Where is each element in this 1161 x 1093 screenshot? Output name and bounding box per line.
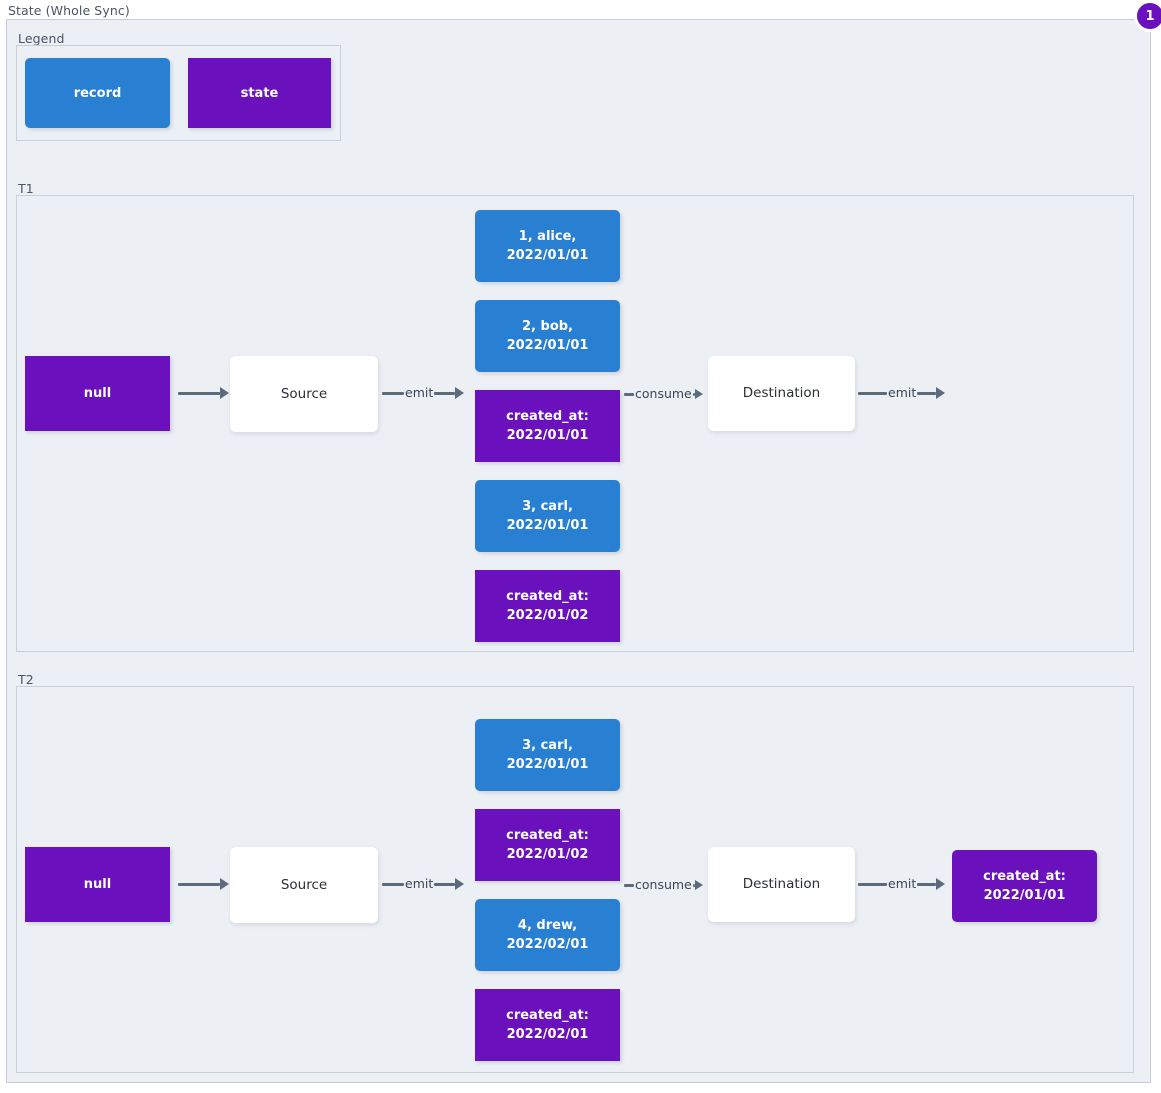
t2-stream-item-1: 3, carl, 2022/01/01 bbox=[475, 719, 620, 791]
edge-label-emit-out: emit bbox=[888, 385, 917, 400]
t1-edge-emit-out: emit bbox=[858, 382, 948, 404]
edge-label-consume: consume bbox=[635, 386, 692, 401]
status-badge[interactable]: 1 bbox=[1134, 0, 1161, 32]
t1-stream-item-5: created_at: 2022/01/02 bbox=[475, 570, 620, 642]
edge-line bbox=[917, 882, 937, 886]
edge-line bbox=[858, 391, 887, 395]
t1-stream-item-1: 1, alice, 2022/01/01 bbox=[475, 210, 620, 282]
t1-edge-emit: emit bbox=[382, 382, 472, 404]
t1-destination-node[interactable]: Destination bbox=[708, 356, 855, 431]
edge-line bbox=[434, 391, 456, 395]
t2-stream-item-3: 4, drew, 2022/02/01 bbox=[475, 899, 620, 971]
t1-stream-item-3: created_at: 2022/01/01 bbox=[475, 390, 620, 462]
edge-line bbox=[624, 392, 634, 396]
edge-label-emit: emit bbox=[405, 876, 434, 891]
arrow-head-icon bbox=[220, 878, 229, 890]
edge-label-consume: consume bbox=[635, 877, 692, 892]
edge-line bbox=[382, 391, 404, 395]
t2-edge-emit: emit bbox=[382, 873, 472, 895]
t2-destination-node[interactable]: Destination bbox=[708, 847, 855, 922]
edge-line bbox=[692, 392, 695, 396]
t1-stream-item-4: 3, carl, 2022/01/01 bbox=[475, 480, 620, 552]
t2-state-output: created_at: 2022/01/01 bbox=[952, 850, 1097, 922]
t1-edge-consume: consume bbox=[624, 383, 708, 405]
arrow-head-icon bbox=[220, 387, 229, 399]
arrow-head-icon bbox=[694, 389, 703, 399]
arrow-head-icon bbox=[455, 878, 465, 890]
arrow-head-icon bbox=[455, 387, 465, 399]
t2-stream-item-2: created_at: 2022/01/02 bbox=[475, 809, 620, 881]
t1-state-input: null bbox=[25, 356, 170, 431]
edge-label-emit: emit bbox=[405, 385, 434, 400]
legend-swatch-record: record bbox=[25, 58, 170, 128]
edge-line bbox=[382, 882, 404, 886]
t1-source-node[interactable]: Source bbox=[230, 356, 378, 432]
edge-line bbox=[178, 882, 220, 886]
t1-edge-state-to-source bbox=[178, 382, 230, 404]
t2-edge-emit-out: emit bbox=[858, 873, 952, 895]
edge-line bbox=[178, 391, 220, 395]
legend-title: Legend bbox=[18, 31, 65, 46]
edge-line bbox=[858, 882, 887, 886]
arrow-head-icon bbox=[936, 387, 946, 399]
t1-stream-item-2: 2, bob, 2022/01/01 bbox=[475, 300, 620, 372]
edge-line bbox=[692, 883, 695, 887]
section-title-t2: T2 bbox=[18, 672, 34, 687]
t2-edge-consume: consume bbox=[624, 874, 708, 896]
diagram-title: State (Whole Sync) bbox=[8, 3, 130, 18]
edge-line bbox=[434, 882, 456, 886]
t2-stream-item-4: created_at: 2022/02/01 bbox=[475, 989, 620, 1061]
t2-state-input: null bbox=[25, 847, 170, 922]
t2-source-node[interactable]: Source bbox=[230, 847, 378, 923]
t2-edge-state-to-source bbox=[178, 873, 230, 895]
edge-label-emit-out: emit bbox=[888, 876, 917, 891]
edge-line bbox=[917, 391, 937, 395]
arrow-head-icon bbox=[936, 878, 946, 890]
legend-swatch-state: state bbox=[188, 58, 331, 128]
arrow-head-icon bbox=[694, 880, 703, 890]
section-title-t1: T1 bbox=[18, 181, 34, 196]
edge-line bbox=[624, 883, 634, 887]
